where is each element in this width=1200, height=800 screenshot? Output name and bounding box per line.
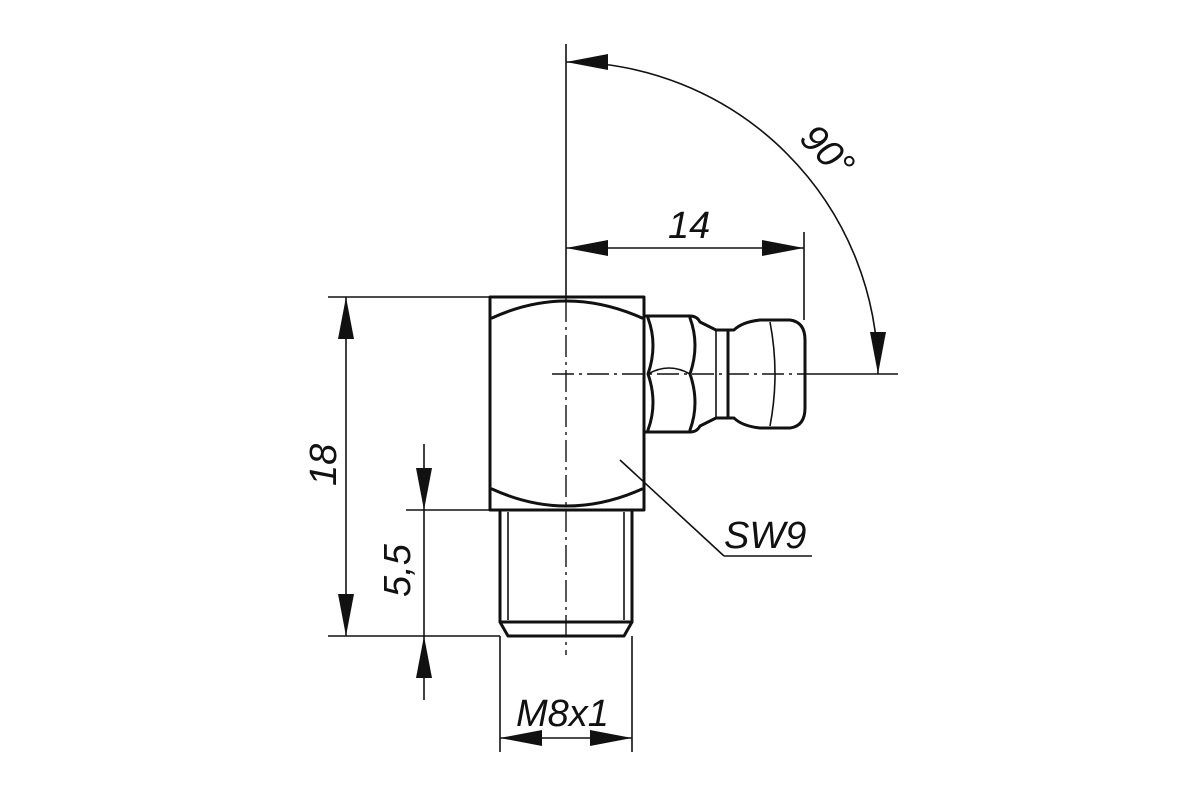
thread-length-label: 5,5 (377, 543, 419, 597)
angle-label: 90° (792, 117, 862, 187)
thread-label: M8x1 (516, 693, 609, 735)
angle-dimension: 90° (565, 54, 886, 375)
thread-length-dimension: 5,5 (377, 444, 490, 700)
thread-dimension: M8x1 (499, 636, 633, 752)
width-label: 14 (668, 205, 710, 247)
hex-body (488, 295, 646, 512)
width-dimension: 14 (566, 205, 805, 320)
height-dimension: 18 (303, 296, 500, 637)
height-label: 18 (303, 444, 345, 486)
wrench-size-label: SW9 (724, 515, 806, 557)
wrench-size-callout: SW9 (619, 459, 812, 557)
